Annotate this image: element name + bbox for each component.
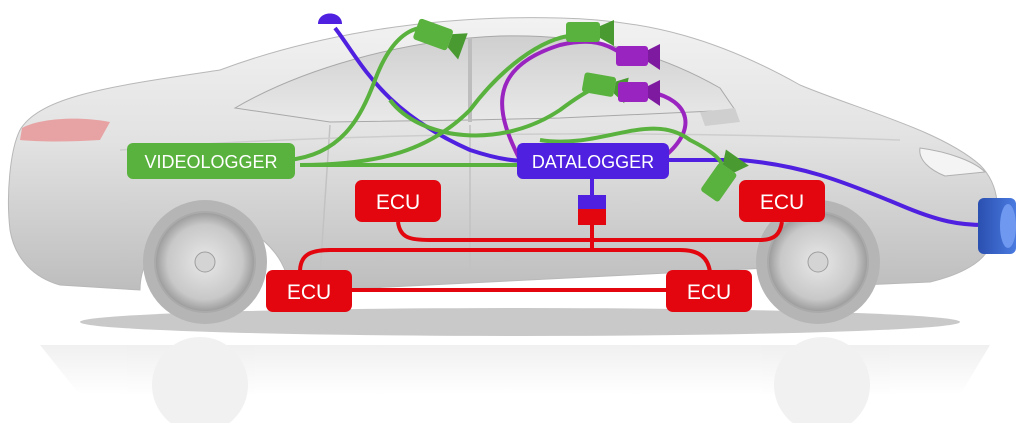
ecu-box-rear-left: ECU bbox=[266, 270, 352, 312]
antenna-icon bbox=[318, 13, 342, 24]
sensor-icon bbox=[978, 198, 1016, 254]
video-camera-icon bbox=[566, 20, 614, 46]
datalogger-box: DATALOGGER bbox=[517, 143, 669, 179]
connector-icon bbox=[578, 195, 606, 225]
side-mirror bbox=[700, 108, 740, 126]
tail-light bbox=[20, 118, 110, 142]
green-camera-cable-5 bbox=[539, 126, 724, 166]
videologger-box: VIDEOLOGGER bbox=[127, 143, 295, 179]
ground-shadow bbox=[80, 308, 960, 336]
car bbox=[7, 17, 998, 324]
purple-camera-cable-1 bbox=[500, 39, 626, 161]
can-bus bbox=[298, 221, 784, 292]
video-camera-icon bbox=[413, 18, 468, 60]
ecu-label: ECU bbox=[760, 191, 804, 214]
front-wheel-reflection bbox=[774, 337, 870, 428]
ecu-label: ECU bbox=[287, 281, 331, 304]
video-camera-icon bbox=[618, 80, 660, 106]
car-reflection bbox=[40, 337, 990, 428]
rear-wheel-reflection bbox=[152, 337, 248, 428]
videologger-label: VIDEOLOGGER bbox=[144, 152, 277, 172]
car-windows bbox=[233, 35, 736, 123]
head-light bbox=[919, 147, 987, 177]
datalogger-label: DATALOGGER bbox=[532, 152, 654, 172]
sensor-cable bbox=[668, 158, 986, 227]
green-camera-cable-2 bbox=[299, 33, 576, 167]
antenna-cable bbox=[333, 26, 531, 163]
front-wheel bbox=[756, 200, 880, 324]
ecu-box-rear-right: ECU bbox=[666, 270, 752, 312]
ecu-label: ECU bbox=[687, 281, 731, 304]
ecu-box-front-right: ECU bbox=[739, 180, 825, 222]
video-camera-icon bbox=[701, 149, 749, 202]
purple-camera-cable-2 bbox=[649, 90, 688, 162]
green-camera-cable-1 bbox=[287, 25, 431, 162]
ecu-box-front-left: ECU bbox=[355, 180, 441, 222]
rear-wheel bbox=[143, 200, 267, 324]
video-camera-icon bbox=[616, 44, 660, 70]
ecu-label: ECU bbox=[376, 191, 420, 214]
green-camera-cable-4 bbox=[388, 86, 596, 138]
